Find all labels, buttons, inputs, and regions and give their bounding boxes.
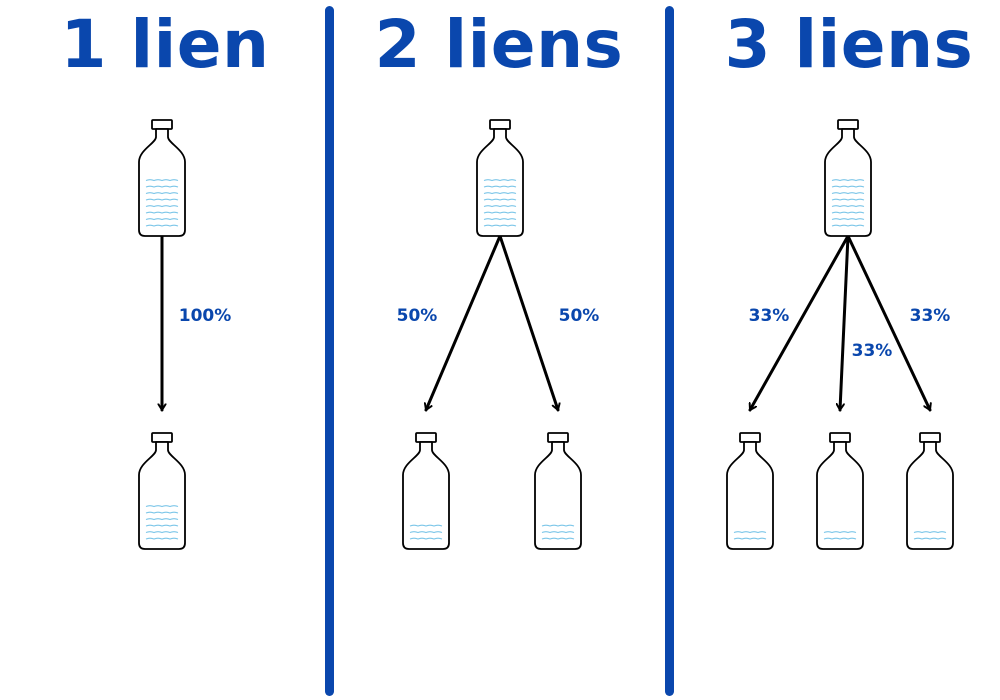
panel-title-1-link: 1 lien [60, 6, 270, 83]
water-level-line [831, 185, 865, 188]
water-level-line [145, 218, 179, 221]
water-level-line [145, 518, 179, 521]
water-level-line [831, 218, 865, 221]
link-percentage-label: 33% [749, 306, 790, 326]
split-arrow [748, 234, 850, 412]
water-level-line [409, 537, 443, 540]
link-percentage-label: 100% [179, 306, 232, 326]
water-level-line [831, 192, 865, 195]
water-level-line [541, 524, 575, 527]
split-arrow [498, 234, 558, 412]
link-percentage-label: 33% [910, 306, 951, 326]
water-level-line [733, 537, 767, 540]
water-level-line [823, 537, 857, 540]
panel-title-3-links: 3 liens [724, 6, 974, 83]
water-level-line [145, 524, 179, 527]
water-level-line [145, 511, 179, 514]
water-level-line [145, 531, 179, 534]
water-level-line [145, 537, 179, 540]
water-level-line [913, 537, 947, 540]
water-level-line [913, 531, 947, 534]
split-arrow [840, 234, 850, 412]
source-bottle [138, 119, 186, 237]
water-level-line [831, 211, 865, 214]
water-level-line [409, 524, 443, 527]
water-level-line [541, 537, 575, 540]
source-bottle [824, 119, 872, 237]
panel-title-2-links: 2 liens [374, 6, 624, 83]
water-level-line [733, 531, 767, 534]
water-level-line [145, 205, 179, 208]
link-percentage-label: 50% [397, 306, 438, 326]
target-bottle [816, 432, 864, 550]
water-level-line [483, 218, 517, 221]
water-level-line [831, 224, 865, 227]
split-arrow [846, 234, 930, 412]
split-arrow [426, 234, 502, 412]
target-bottle [534, 432, 582, 550]
target-bottle [906, 432, 954, 550]
link-percentage-label: 50% [559, 306, 600, 326]
water-level-line [831, 179, 865, 182]
water-level-line [145, 211, 179, 214]
source-bottle [476, 119, 524, 237]
water-level-line [145, 179, 179, 182]
panel-divider-1 [325, 6, 334, 696]
water-level-line [145, 505, 179, 508]
target-bottle [726, 432, 774, 550]
water-level-line [145, 185, 179, 188]
water-level-line [483, 224, 517, 227]
panel-divider-2 [665, 6, 674, 696]
water-level-line [483, 211, 517, 214]
link-percentage-label: 33% [852, 341, 893, 361]
water-level-line [823, 531, 857, 534]
water-level-line [483, 179, 517, 182]
target-bottle [402, 432, 450, 550]
water-level-line [483, 185, 517, 188]
water-level-line [483, 192, 517, 195]
water-level-line [483, 205, 517, 208]
water-level-line [409, 531, 443, 534]
water-level-line [145, 224, 179, 227]
water-level-line [541, 531, 575, 534]
water-level-line [831, 198, 865, 201]
water-level-line [145, 198, 179, 201]
water-level-line [831, 205, 865, 208]
water-level-line [145, 192, 179, 195]
water-level-line [483, 198, 517, 201]
target-bottle [138, 432, 186, 550]
